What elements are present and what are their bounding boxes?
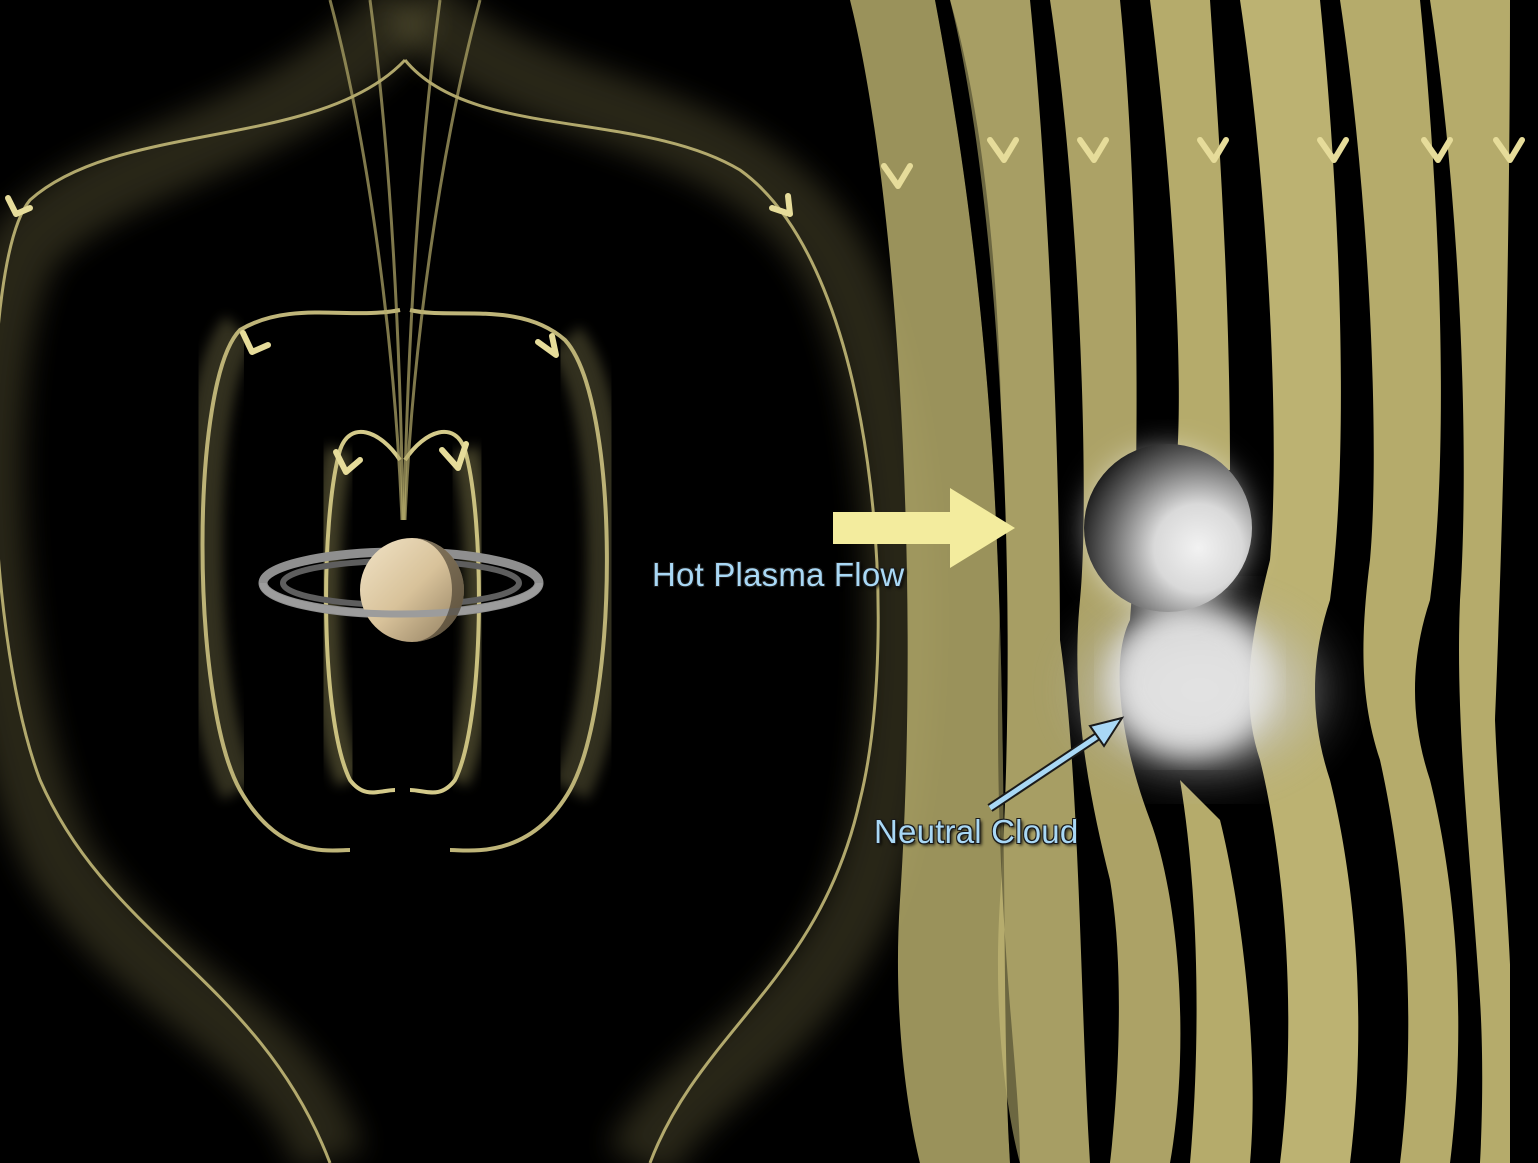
saturn-ring-front [259,582,543,618]
field-direction-arrows [5,137,1525,475]
field-loop-outer-left [0,0,438,1163]
field-band-4b [1180,780,1253,1163]
field-band-1 [850,0,1010,1163]
field-arrow-1 [5,195,33,217]
field-arrow-11 [1317,137,1349,163]
field-band-7 [1430,0,1513,1163]
field-loop-big-left [0,58,407,1163]
field-arrow-8 [987,137,1019,163]
plasma-flow-arrow [833,488,1015,568]
field-arrow-9 [1077,137,1109,163]
cloud-pointer-arrow [987,716,1125,812]
right-edge-dark [1510,0,1538,1163]
field-glow-inner-left [312,446,363,787]
field-arrow-7 [881,163,913,189]
hot-plasma-flow-label: Hot Plasma Flow [652,556,905,593]
saturn-shadow [412,538,464,642]
field-band-6 [1340,0,1459,1163]
field-arrow-12 [1421,137,1453,163]
enceladus-icon [1084,444,1252,612]
field-arrow-10 [1197,137,1229,163]
cloud-pointer-head [1088,716,1125,748]
field-glow-inner-right [442,446,493,787]
band-gap-1 [935,0,1020,1163]
field-arrow-3 [240,330,271,355]
field-arrow-2 [769,193,793,217]
field-arrow-6 [439,441,469,471]
field-band-2 [950,0,1090,1163]
cloud-pointer-shaft-fill [988,733,1100,811]
neutral-cloud-core [1110,605,1270,755]
enceladus-group [1060,438,1340,785]
field-arrow-13 [1493,137,1525,163]
field-glow-mid-right [549,326,627,800]
field-band-5 [1240,0,1359,1163]
field-band-4 [1150,0,1230,480]
field-arrow-4 [535,333,559,358]
field-loop-big-right [403,59,880,1163]
field-glow-mid-left [182,315,258,800]
saturn-icon [258,538,544,642]
draped-field-bands [850,0,1538,1163]
field-arrow-5 [333,449,363,475]
neutral-cloud-label: Neutral Cloud [874,813,1079,850]
